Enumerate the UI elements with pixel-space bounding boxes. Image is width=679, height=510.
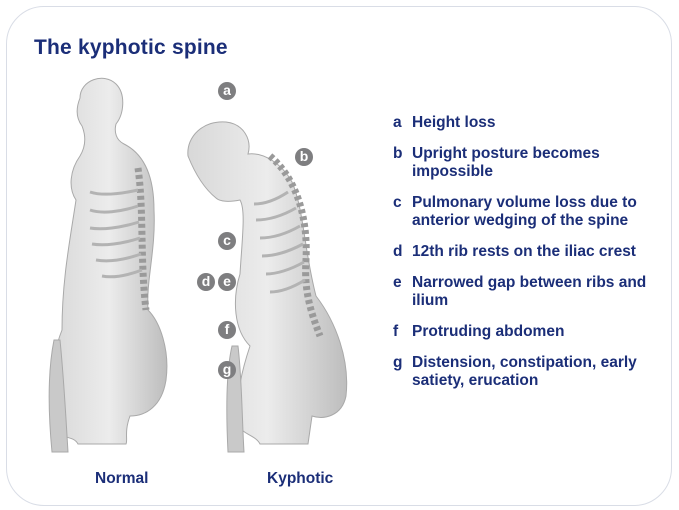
legend-text: Protruding abdomen bbox=[412, 323, 564, 340]
legend-text: Narrowed gap between ribs and ilium bbox=[412, 274, 646, 309]
marker-f: f bbox=[218, 321, 236, 339]
legend-item: b Upright posture becomes impossible bbox=[393, 145, 665, 181]
marker-a: a bbox=[218, 82, 236, 100]
marker-g: g bbox=[218, 361, 236, 379]
legend-list: a Height loss b Upright posture becomes im… bbox=[393, 114, 665, 403]
legend-item: g Distension, constipation, early satiety… bbox=[393, 354, 665, 390]
posture-illustration bbox=[20, 60, 380, 460]
legend-text: Distension, constipation, early satiety,… bbox=[412, 354, 637, 389]
legend-text: Pulmonary volume loss due to anterior we… bbox=[412, 194, 637, 229]
legend-item: d 12th rib rests on the iliac crest bbox=[393, 243, 665, 261]
legend-letter: f bbox=[393, 323, 398, 341]
legend-text: 12th rib rests on the iliac crest bbox=[412, 243, 636, 260]
legend-item: a Height loss bbox=[393, 114, 665, 132]
caption-kyphotic: Kyphotic bbox=[267, 470, 333, 488]
caption-normal: Normal bbox=[95, 470, 148, 488]
legend-letter: b bbox=[393, 145, 402, 163]
legend-text: Upright posture becomes impossible bbox=[412, 145, 600, 180]
legend-item: e Narrowed gap between ribs and ilium bbox=[393, 274, 665, 310]
legend-letter: d bbox=[393, 243, 402, 261]
legend-text: Height loss bbox=[412, 114, 496, 131]
marker-b: b bbox=[295, 148, 313, 166]
diagram-title: The kyphotic spine bbox=[34, 36, 228, 60]
legend-letter: e bbox=[393, 274, 402, 292]
legend-item: c Pulmonary volume loss due to anterior w… bbox=[393, 194, 665, 230]
legend-letter: c bbox=[393, 194, 402, 212]
marker-c: c bbox=[218, 232, 236, 250]
marker-e: e bbox=[218, 273, 236, 291]
legend-item: f Protruding abdomen bbox=[393, 323, 665, 341]
marker-d: d bbox=[197, 273, 215, 291]
legend-letter: g bbox=[393, 354, 402, 372]
normal-figure bbox=[49, 78, 167, 452]
legend-letter: a bbox=[393, 114, 402, 132]
